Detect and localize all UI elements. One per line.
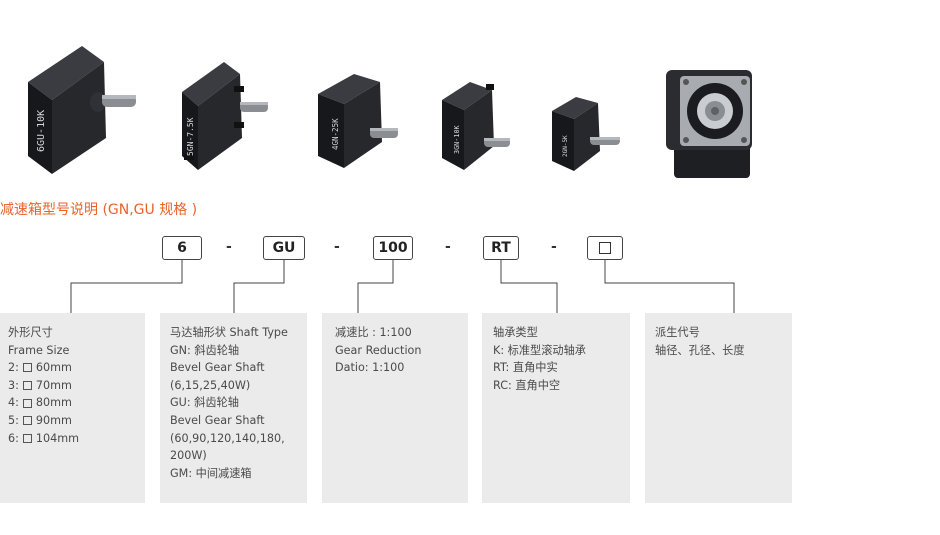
model-label: 6GU-10K bbox=[36, 110, 47, 152]
size-value: 60mm bbox=[35, 361, 72, 375]
square-icon bbox=[22, 433, 32, 443]
section-title: 减速箱型号说明 (GN,GU 规格 ) bbox=[0, 202, 198, 218]
code-box-shaft-type: GU bbox=[263, 236, 305, 260]
square-icon bbox=[22, 381, 32, 391]
panel-line: 轴承类型 bbox=[493, 326, 538, 339]
panel-line: 200W) bbox=[170, 449, 207, 463]
connector-shaft bbox=[500, 260, 558, 313]
panel-frame-size: 外形尺寸 Frame Size 2: 60mm 3: 70mm 4: 80mm … bbox=[0, 313, 145, 503]
code-separator: - bbox=[445, 239, 451, 255]
square-icon bbox=[22, 398, 32, 408]
square-icon bbox=[22, 363, 32, 373]
panel-title-en: Frame Size bbox=[8, 343, 70, 357]
panel-bearing-type: 轴承类型 K: 标准型滚动轴承 RT: 直角中实 RC: 直角中空 bbox=[482, 313, 630, 503]
panel-line: RT: 直角中实 bbox=[493, 361, 558, 375]
gear-motor-5gn-image: 5GN-7.5K bbox=[178, 58, 278, 176]
blank-square-icon bbox=[599, 242, 611, 254]
panel-line: 轴径、孔径、长度 bbox=[655, 343, 745, 357]
size-item: 2: 60mm bbox=[8, 359, 135, 377]
panel-line: Bevel Gear Shaft bbox=[170, 361, 265, 375]
model-label: 5GN-7.5K bbox=[186, 117, 195, 156]
panel-line: GN: 斜齿轮轴 bbox=[170, 343, 240, 357]
gear-motor-5gn-icon: 5GN-7.5K bbox=[182, 62, 268, 170]
panel-line: K: 标准型滚动轴承 bbox=[493, 343, 586, 357]
code-box-derived-code bbox=[587, 236, 623, 260]
gear-motor-3gn-image: 3GN-10K bbox=[440, 80, 520, 176]
panel-derived-code: 派生代号 轴径、孔径、长度 bbox=[645, 313, 792, 503]
size-value: 90mm bbox=[35, 413, 72, 427]
gear-motor-2gn-image: 2GN-5K bbox=[550, 95, 630, 175]
size-code: 4: bbox=[8, 396, 19, 410]
panel-title-cn: 外形尺寸 bbox=[8, 326, 53, 339]
code-box-gear-ratio: 100 bbox=[373, 236, 413, 260]
gear-motor-4gn-image: 4GN-25K bbox=[314, 72, 404, 172]
panel-line: Datio: 1:100 bbox=[335, 361, 405, 375]
panel-line: (60,90,120,140,180, bbox=[170, 431, 285, 445]
size-item: 5: 90mm bbox=[8, 412, 135, 430]
size-value: 104mm bbox=[35, 431, 80, 445]
connector-frame bbox=[70, 260, 183, 313]
model-label: 2GN-5K bbox=[562, 135, 569, 157]
code-box-frame-size: 6 bbox=[162, 236, 202, 260]
model-label: 3GN-10K bbox=[453, 124, 461, 154]
code-separator: - bbox=[334, 239, 340, 255]
code-box-bearing-type: RT bbox=[483, 236, 519, 260]
gear-motor-3gn-icon: 3GN-10K bbox=[442, 82, 510, 170]
square-icon bbox=[22, 416, 32, 426]
right-angle-gearbox-icon bbox=[666, 70, 752, 178]
panel-line: 马达轴形状 Shaft Type bbox=[170, 326, 288, 339]
gear-motor-4gn-icon: 4GN-25K bbox=[318, 74, 398, 168]
gear-motor-6gu-icon: 6GU-10K bbox=[28, 46, 136, 174]
panel-gear-ratio: 减速比 : 1:100 Gear Reduction Datio: 1:100 bbox=[322, 313, 468, 503]
panel-line: Bevel Gear Shaft bbox=[170, 413, 265, 427]
gear-motor-2gn-icon: 2GN-5K bbox=[552, 97, 620, 171]
size-item: 3: 70mm bbox=[8, 377, 135, 395]
gear-motor-6gu-image: 6GU-10K bbox=[22, 40, 142, 175]
code-separator: - bbox=[551, 239, 557, 255]
model-label: 4GN-25K bbox=[331, 118, 340, 150]
size-code: 5: bbox=[8, 413, 19, 427]
size-value: 70mm bbox=[35, 378, 72, 392]
panel-line: GU: 斜齿轮轴 bbox=[170, 396, 239, 410]
size-value: 80mm bbox=[35, 396, 72, 410]
size-code: 2: bbox=[8, 361, 19, 375]
connector-option bbox=[604, 260, 735, 313]
panel-line: GM: 中间减速箱 bbox=[170, 466, 252, 480]
right-angle-gearbox-image bbox=[664, 66, 764, 182]
panel-line: 派生代号 bbox=[655, 326, 700, 339]
panel-shaft-type: 马达轴形状 Shaft Type GN: 斜齿轮轴 Bevel Gear Sha… bbox=[160, 313, 307, 503]
panel-line: 减速比 : 1:100 bbox=[335, 326, 412, 339]
panel-line: (6,15,25,40W) bbox=[170, 378, 251, 392]
code-separator: - bbox=[226, 239, 232, 255]
connector-ratio bbox=[357, 260, 394, 313]
panel-line: RC: 直角中空 bbox=[493, 378, 561, 392]
size-code: 6: bbox=[8, 431, 19, 445]
panel-line: Gear Reduction bbox=[335, 343, 422, 357]
connector-type bbox=[233, 260, 285, 313]
size-code: 3: bbox=[8, 378, 19, 392]
size-item: 6: 104mm bbox=[8, 430, 135, 448]
size-item: 4: 80mm bbox=[8, 394, 135, 412]
